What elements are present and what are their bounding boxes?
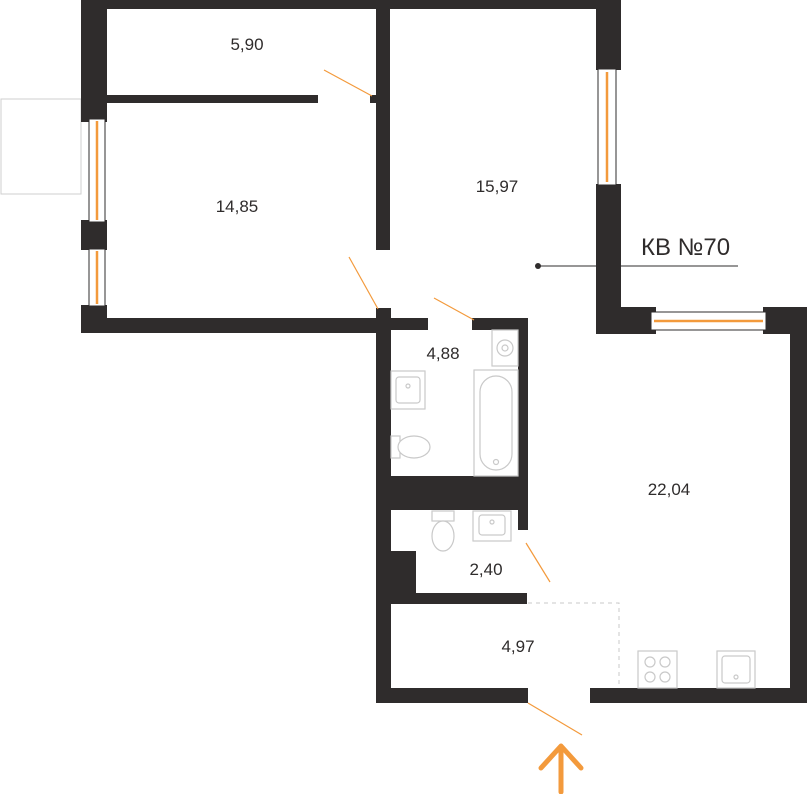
window-left-bottom xyxy=(88,248,106,307)
door-swing-toilet xyxy=(525,542,551,583)
toilet-sink-icon xyxy=(472,510,512,542)
kitchen-sink-icon xyxy=(716,650,756,689)
room-area-storage: 5,90 xyxy=(230,35,263,54)
room-area-toilet: 2,40 xyxy=(469,560,502,579)
toilet-icon xyxy=(431,510,455,552)
room-area-living: 15,97 xyxy=(476,177,519,196)
door-swing-entrance xyxy=(527,702,583,736)
room-area-bathroom: 4,88 xyxy=(426,344,459,363)
door-swing-bathroom xyxy=(433,297,475,321)
balcony-outline xyxy=(0,98,82,195)
room-area-bedroom: 14,85 xyxy=(216,197,259,216)
bathroom-sink-icon xyxy=(390,370,426,410)
walls xyxy=(81,0,807,703)
bathroom-toilet-icon xyxy=(390,435,431,459)
arrow-up-icon xyxy=(538,743,584,794)
room-area-hallway: 4,97 xyxy=(501,637,534,656)
apartment-label: КВ №70 xyxy=(641,234,730,261)
door-swing-storage xyxy=(323,69,373,97)
window-kitchen xyxy=(650,311,767,331)
stove-icon xyxy=(637,650,678,689)
room-area-kitchen: 22,04 xyxy=(648,480,691,499)
kitchen-zone-boundary xyxy=(528,602,620,688)
washing-machine-icon xyxy=(491,329,519,367)
window-right xyxy=(597,68,617,186)
door-swing-bedroom xyxy=(348,256,379,310)
bathtub-icon xyxy=(473,369,519,477)
window-left-top xyxy=(88,118,106,223)
